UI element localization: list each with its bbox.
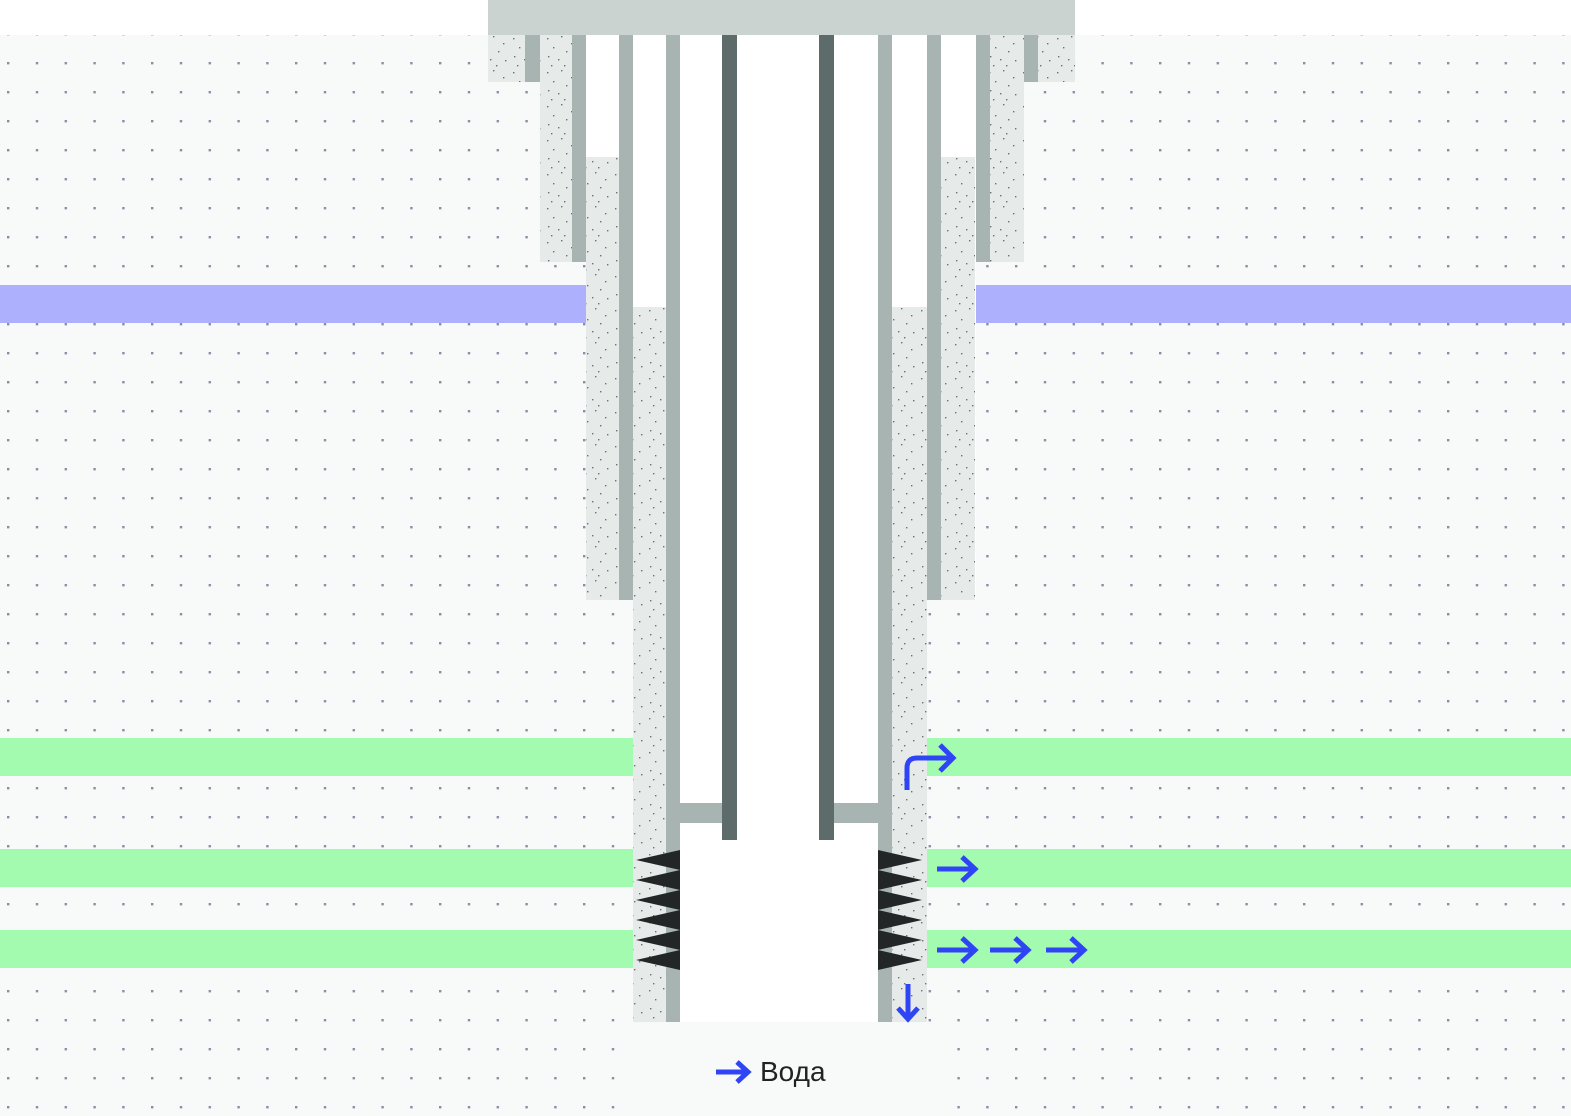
perforation-left (636, 950, 680, 970)
perforation-right (878, 890, 922, 910)
bottom-area (633, 1022, 937, 1116)
surface-casing-left (572, 35, 586, 262)
arrow-down-icon (896, 984, 920, 1023)
perforation-right (878, 930, 922, 950)
packer-left (680, 803, 722, 823)
water-flow-arrows (896, 743, 1088, 1023)
perforation-left (636, 870, 680, 890)
production-casing-right (878, 35, 892, 1022)
intermediate-casing-left (619, 35, 633, 600)
arrow-right-icon (990, 936, 1032, 964)
perforation-left (636, 850, 680, 870)
production-casing-left (666, 35, 680, 1022)
perforation-right (878, 850, 922, 870)
legend: Вода (714, 1056, 826, 1088)
packer-right (834, 803, 878, 823)
arrow-right-icon (1046, 936, 1088, 964)
arrow-bent-icon (904, 755, 952, 790)
perforations (636, 850, 922, 970)
perforation-left (636, 910, 680, 930)
arrow-right-icon (937, 936, 979, 964)
aquifer-layer-purple (0, 285, 1571, 323)
conductor-left (525, 35, 540, 82)
perforation-right (878, 910, 922, 930)
intermediate-casing-right (927, 35, 941, 600)
wellhead-cap (488, 0, 1075, 35)
casings (525, 35, 1038, 1022)
arrow-right-icon (716, 1060, 752, 1084)
perforation-left (636, 890, 680, 910)
surface-casing-right (976, 35, 990, 262)
perforation-right (878, 870, 922, 890)
conductor-right (1024, 35, 1038, 82)
legend-label: Вода (760, 1056, 826, 1087)
tubing (722, 35, 834, 840)
arrowhead-icon (938, 743, 957, 773)
perforation-left (636, 930, 680, 950)
perforation-right (878, 950, 922, 970)
arrow-right-icon (937, 855, 979, 883)
productive-layers-green (0, 738, 1571, 968)
